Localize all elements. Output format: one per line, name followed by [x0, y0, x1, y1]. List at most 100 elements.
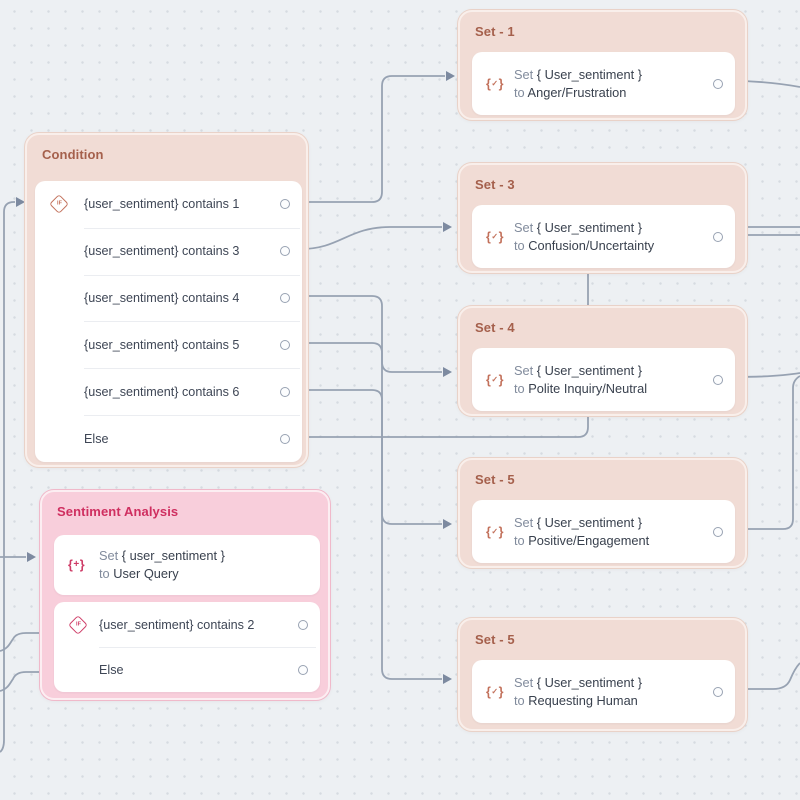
set1-card[interactable]: {✓} Set { User_sentiment } to Anger/Frus… [472, 52, 735, 115]
condition-card: IF {user_sentiment} contains 1 {user_sen… [35, 181, 302, 462]
condition-row-else[interactable]: Else [35, 415, 302, 462]
to-keyword: to [514, 237, 525, 253]
set-variable: { User_sentiment } [536, 514, 643, 530]
set4-port[interactable] [713, 374, 723, 385]
edge-condition3-to-set3 [300, 222, 452, 250]
condition-node-title: Condition [42, 147, 104, 162]
if-icon: IF [49, 194, 69, 215]
condition-row-5[interactable]: {user_sentiment} contains 6 [35, 368, 302, 415]
set1-node[interactable]: Set - 1 {✓} Set { User_sentiment } to An… [458, 10, 747, 120]
set3-card[interactable]: {✓} Set { User_sentiment } to Confusion/… [472, 205, 735, 268]
sentiment-row-label: {user_sentiment} contains 2 [99, 617, 255, 632]
set4-node-title: Set - 4 [475, 320, 515, 335]
edge-condition6-to-set5b [301, 389, 452, 684]
set5b-node-title: Set - 5 [475, 632, 515, 647]
set3-text: Set { User_sentiment } to Confusion/Unce… [514, 219, 654, 255]
condition-row-label: {user_sentiment} contains 6 [84, 384, 240, 399]
set-variable: { user_sentiment } [121, 548, 225, 563]
set-value: Requesting Human [528, 692, 638, 708]
set5a-card[interactable]: {✓} Set { User_sentiment } to Positive/E… [472, 500, 735, 563]
set-variable: { User_sentiment } [536, 674, 643, 690]
condition-row-5-port[interactable] [280, 386, 290, 397]
set-value: User Query [113, 566, 179, 581]
set-check-icon: {✓} [486, 684, 504, 699]
edge-into-sentiment-row1 [0, 632, 41, 652]
set-keyword: Set [514, 66, 534, 82]
sentiment-row-1-port[interactable] [298, 619, 308, 630]
set-variable: { User_sentiment } [536, 219, 643, 235]
set4-node[interactable]: Set - 4 {✓} Set { User_sentiment } to Po… [458, 306, 747, 416]
set-check-icon: {✓} [486, 524, 504, 539]
set-keyword: Set [514, 674, 534, 690]
sentiment-node-title: Sentiment Analysis [57, 504, 179, 519]
condition-row-3-port[interactable] [280, 293, 290, 304]
sentiment-row-else[interactable]: Else [54, 647, 320, 692]
set-value: Positive/Engagement [528, 532, 650, 548]
set-variable: { User_sentiment } [536, 66, 643, 82]
set-check-icon: {✓} [486, 76, 504, 91]
sentiment-row-label: Else [99, 662, 124, 677]
sentiment-set-card[interactable]: {+} Set { user_sentiment } to User Query [54, 535, 320, 595]
set-check-icon: {✓} [486, 372, 504, 387]
if-icon: IF [68, 614, 88, 635]
set-value: Anger/Frustration [527, 84, 627, 100]
set5b-card[interactable]: {✓} Set { User_sentiment } to Requesting… [472, 660, 735, 723]
set1-port[interactable] [713, 78, 723, 89]
set5b-port[interactable] [713, 686, 723, 697]
set-keyword: Set [99, 548, 119, 563]
condition-row-2-port[interactable] [280, 246, 290, 257]
condition-row-1-port[interactable] [280, 199, 290, 210]
condition-row-1[interactable]: IF {user_sentiment} contains 1 [35, 181, 302, 228]
to-keyword: to [514, 380, 525, 396]
condition-node[interactable]: Condition IF {user_sentiment} contains 1… [25, 133, 308, 467]
set5a-node-title: Set - 5 [475, 472, 515, 487]
condition-row-4-port[interactable] [280, 339, 290, 350]
sentiment-else-port[interactable] [298, 664, 308, 675]
edge-into-sentiment-row2 [0, 671, 41, 692]
condition-row-label: {user_sentiment} contains 1 [84, 197, 240, 212]
set3-port[interactable] [713, 231, 723, 242]
sentiment-condition-card: IF {user_sentiment} contains 2 Else [54, 602, 320, 692]
to-keyword: to [514, 532, 525, 548]
edge-into-sentiment [0, 552, 36, 562]
set4-card[interactable]: {✓} Set { User_sentiment } to Polite Inq… [472, 348, 735, 411]
edge-condition-else [301, 272, 589, 438]
set5b-node[interactable]: Set - 5 {✓} Set { User_sentiment } to Re… [458, 618, 747, 731]
condition-row-4[interactable]: {user_sentiment} contains 5 [35, 321, 302, 368]
condition-row-label: Else [84, 431, 109, 446]
edge-into-condition [0, 197, 25, 753]
sentiment-analysis-node[interactable]: Sentiment Analysis {+} Set { user_sentim… [40, 490, 330, 700]
set5a-port[interactable] [713, 526, 723, 537]
to-keyword: to [99, 566, 110, 581]
set3-node[interactable]: Set - 3 {✓} Set { User_sentiment } to Co… [458, 163, 747, 273]
condition-row-3[interactable]: {user_sentiment} contains 4 [35, 274, 302, 322]
set-keyword: Set [514, 219, 534, 235]
condition-row-label: {user_sentiment} contains 5 [84, 337, 240, 352]
to-keyword: to [514, 692, 525, 708]
set-variable: { User_sentiment } [536, 362, 643, 378]
set-check-icon: {✓} [486, 229, 504, 244]
set1-node-title: Set - 1 [475, 24, 515, 39]
condition-row-2[interactable]: {user_sentiment} contains 3 [35, 227, 302, 275]
condition-else-port[interactable] [280, 433, 290, 444]
edge-condition1-to-set1 [301, 71, 455, 203]
sentiment-set-text: Set { user_sentiment } to User Query [99, 547, 225, 583]
set1-text: Set { User_sentiment } to Anger/Frustrat… [514, 66, 642, 102]
set4-text: Set { User_sentiment } to Polite Inquiry… [514, 362, 647, 398]
set5a-text: Set { User_sentiment } to Positive/Engag… [514, 514, 649, 550]
edge-set5b-out [733, 662, 800, 690]
set-value: Confusion/Uncertainty [528, 237, 655, 253]
set-value: Polite Inquiry/Neutral [528, 380, 648, 396]
set3-node-title: Set - 3 [475, 177, 515, 192]
to-keyword: to [514, 84, 525, 100]
edge-set5a-out [733, 375, 800, 530]
set-keyword: Set [514, 514, 534, 530]
condition-row-label: {user_sentiment} contains 3 [84, 244, 240, 259]
set5a-node[interactable]: Set - 5 {✓} Set { User_sentiment } to Po… [458, 458, 747, 568]
condition-row-label: {user_sentiment} contains 4 [84, 291, 240, 306]
sentiment-row-1[interactable]: IF {user_sentiment} contains 2 [54, 602, 320, 647]
set-variable-icon: {+} [68, 557, 85, 572]
set5b-text: Set { User_sentiment } to Requesting Hum… [514, 674, 642, 710]
